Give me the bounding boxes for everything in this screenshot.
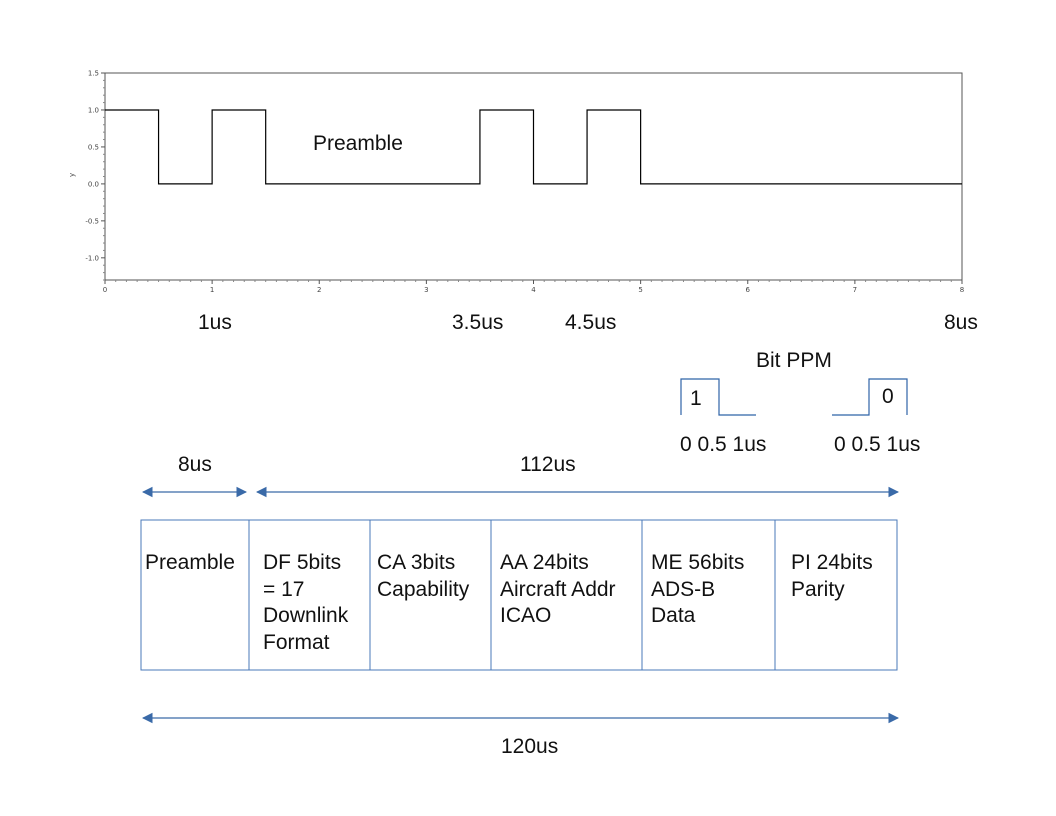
- bit-one-axis-label: 0 0.5 1us: [680, 433, 766, 456]
- x-tick-label: 1: [210, 286, 214, 294]
- preamble-signal-trace: [105, 109, 962, 185]
- x-axis-ticks: 0 1 2 3 4 5 6 7 8: [103, 280, 964, 294]
- bit-ppm-legend: Bit PPM 1 0 0.5 1us 0 0 0.5 1us: [680, 349, 920, 456]
- bit-one-waveform: [680, 378, 756, 416]
- x-tick-label: 2: [317, 286, 321, 294]
- y-axis-label: y: [68, 173, 76, 177]
- bit-zero-label: 0: [882, 385, 894, 408]
- x-tick-label: 6: [746, 286, 751, 294]
- x-tick-label: 3: [424, 286, 428, 294]
- x-tick-label: 0: [103, 286, 107, 294]
- y-axis-ticks: 1.5 1.0 0.5 0.0 -0.5 -1.0: [85, 70, 105, 281]
- x-tick-label: 5: [638, 286, 642, 294]
- bit-zero-waveform: [832, 378, 908, 416]
- bit-zero-axis-label: 0 0.5 1us: [834, 433, 920, 456]
- frame-structure: [140, 519, 898, 671]
- time-mark-8us: 8us: [944, 311, 978, 334]
- field-aa: AA 24bits Aircraft Addr ICAO: [500, 551, 616, 627]
- field-ca: CA 3bits Capability: [377, 551, 470, 601]
- y-tick-label: 0.0: [88, 180, 99, 188]
- y-tick-label: -1.0: [85, 254, 99, 262]
- preamble-duration-label: 8us: [178, 453, 212, 476]
- field-preamble: Preamble: [145, 551, 235, 574]
- frame-outline: [140, 519, 898, 671]
- y-tick-label: -0.5: [85, 217, 99, 225]
- waveform-plot: 0 1 2 3 4 5 6 7 8 1.5 1.0 0.5 0.0 -0.5 -1.0 y Preambl…: [68, 70, 964, 295]
- time-mark-1us: 1us: [198, 311, 232, 334]
- time-mark-3-5us: 3.5us: [452, 311, 503, 334]
- field-me: ME 56bits ADS-B Data: [651, 551, 745, 627]
- x-tick-label: 4: [531, 286, 536, 294]
- y-tick-label: 0.5: [88, 143, 99, 151]
- x-tick-label: 7: [853, 286, 857, 294]
- field-pi: PI 24bits Parity: [791, 551, 873, 601]
- y-tick-label: 1.5: [88, 70, 99, 78]
- bit-ppm-title: Bit PPM: [756, 349, 832, 372]
- data-duration-label: 112us: [520, 453, 576, 476]
- bit-one-label: 1: [690, 387, 702, 410]
- time-mark-4-5us: 4.5us: [565, 311, 616, 334]
- field-df: DF 5bits = 17 Downlink Format: [263, 551, 349, 654]
- total-duration-label: 120us: [501, 735, 558, 758]
- preamble-plot-label: Preamble: [313, 132, 403, 155]
- x-tick-label: 8: [960, 286, 964, 294]
- y-tick-label: 1.0: [88, 106, 99, 114]
